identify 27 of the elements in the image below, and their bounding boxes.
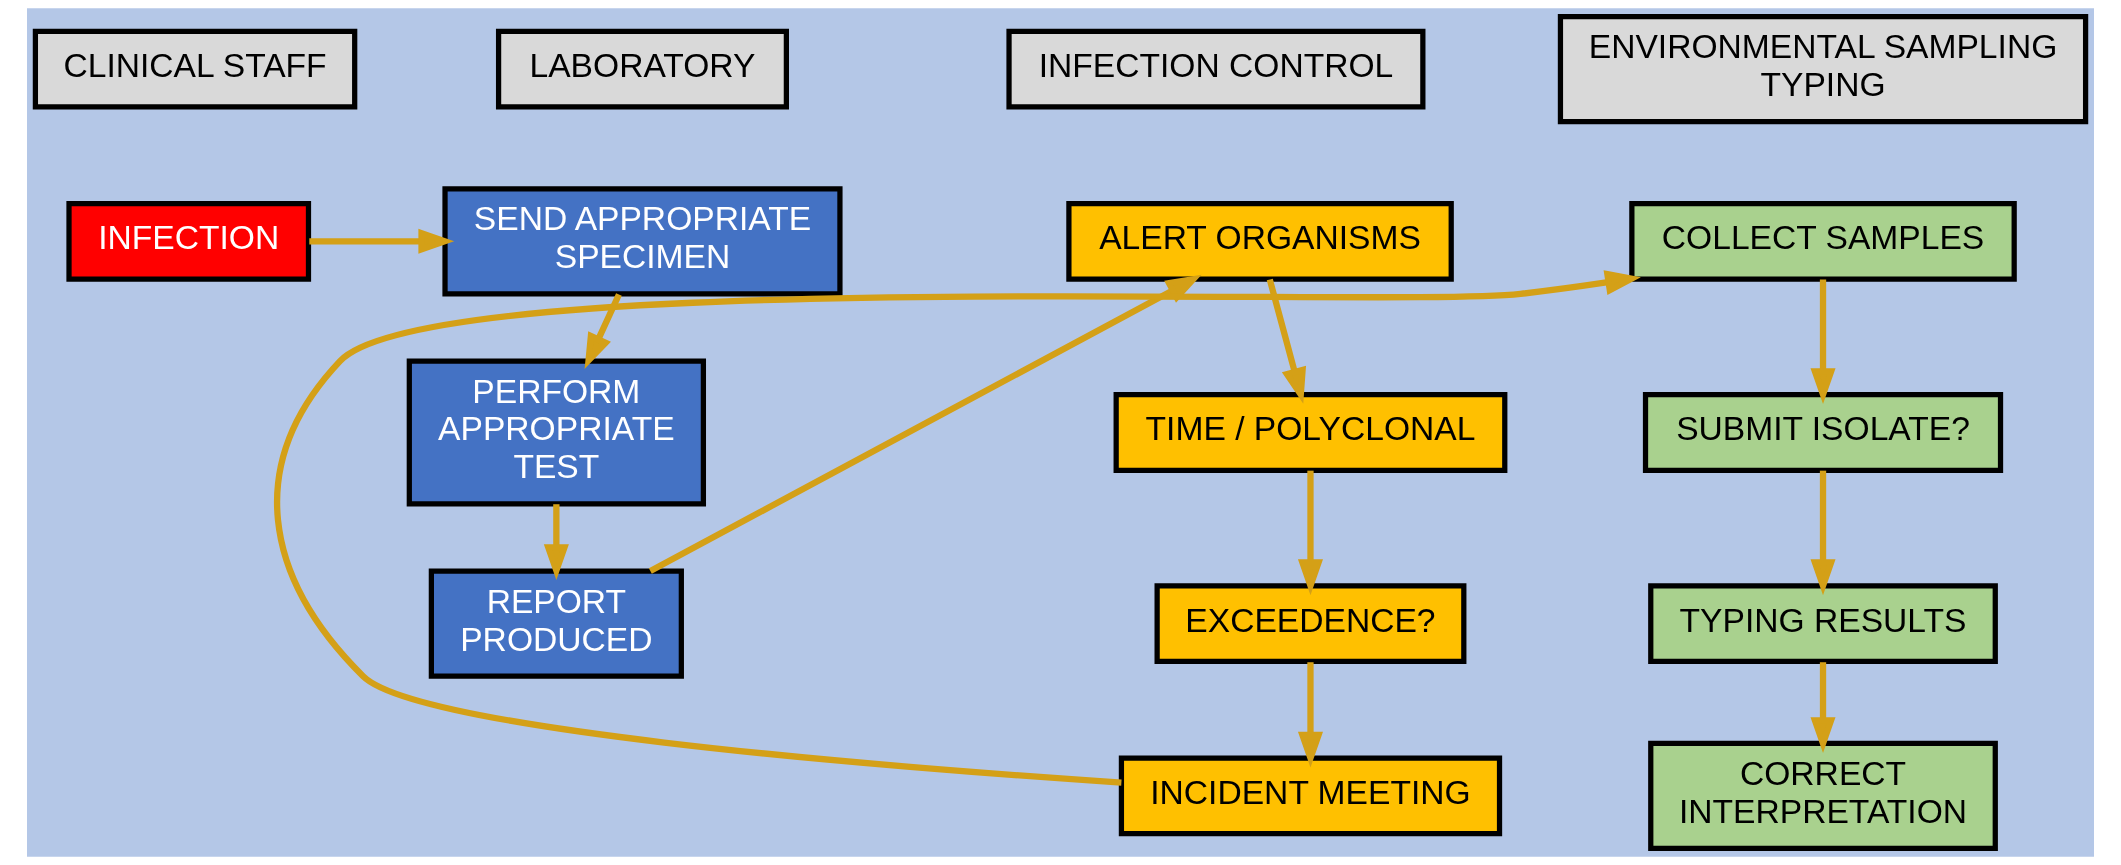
- node-box: SUBMIT ISOLATE?: [1642, 392, 2004, 473]
- node-box: CLINICAL STAFF: [32, 28, 358, 110]
- arrow: [1810, 279, 1836, 404]
- arrow: [1810, 470, 1836, 596]
- node-box: TYPING RESULTS: [1648, 583, 1998, 665]
- node-box: PERFORM APPROPRIATE TEST: [406, 358, 707, 507]
- node-box: ENVIRONMENTAL SAMPLING TYPING: [1557, 13, 2089, 125]
- arrow: [309, 228, 455, 254]
- node-box: INCIDENT MEETING: [1118, 755, 1503, 837]
- node-box: INFECTION: [66, 200, 312, 282]
- arrow: [1297, 662, 1323, 768]
- arrow: [274, 270, 1641, 786]
- arrow: [543, 504, 569, 581]
- arrow: [1266, 278, 1307, 404]
- node-box: REPORT PRODUCED: [428, 568, 684, 679]
- arrow: [1810, 662, 1836, 753]
- arrow: [648, 274, 1202, 574]
- node-box: INFECTION CONTROL: [1006, 28, 1426, 110]
- node-box: ALERT ORGANISMS: [1066, 200, 1454, 282]
- node-box: LABORATORY: [495, 28, 789, 110]
- arrow: [584, 293, 622, 370]
- node-box: CORRECT INTERPRETATION: [1648, 740, 1998, 852]
- node-box: TIME / POLYCLONAL: [1113, 392, 1508, 473]
- node-box: COLLECT SAMPLES: [1629, 200, 2017, 282]
- node-box: EXCEEDENCE?: [1154, 583, 1467, 665]
- arrow: [1297, 470, 1323, 596]
- node-box: SEND APPROPRIATE SPECIMEN: [442, 186, 843, 297]
